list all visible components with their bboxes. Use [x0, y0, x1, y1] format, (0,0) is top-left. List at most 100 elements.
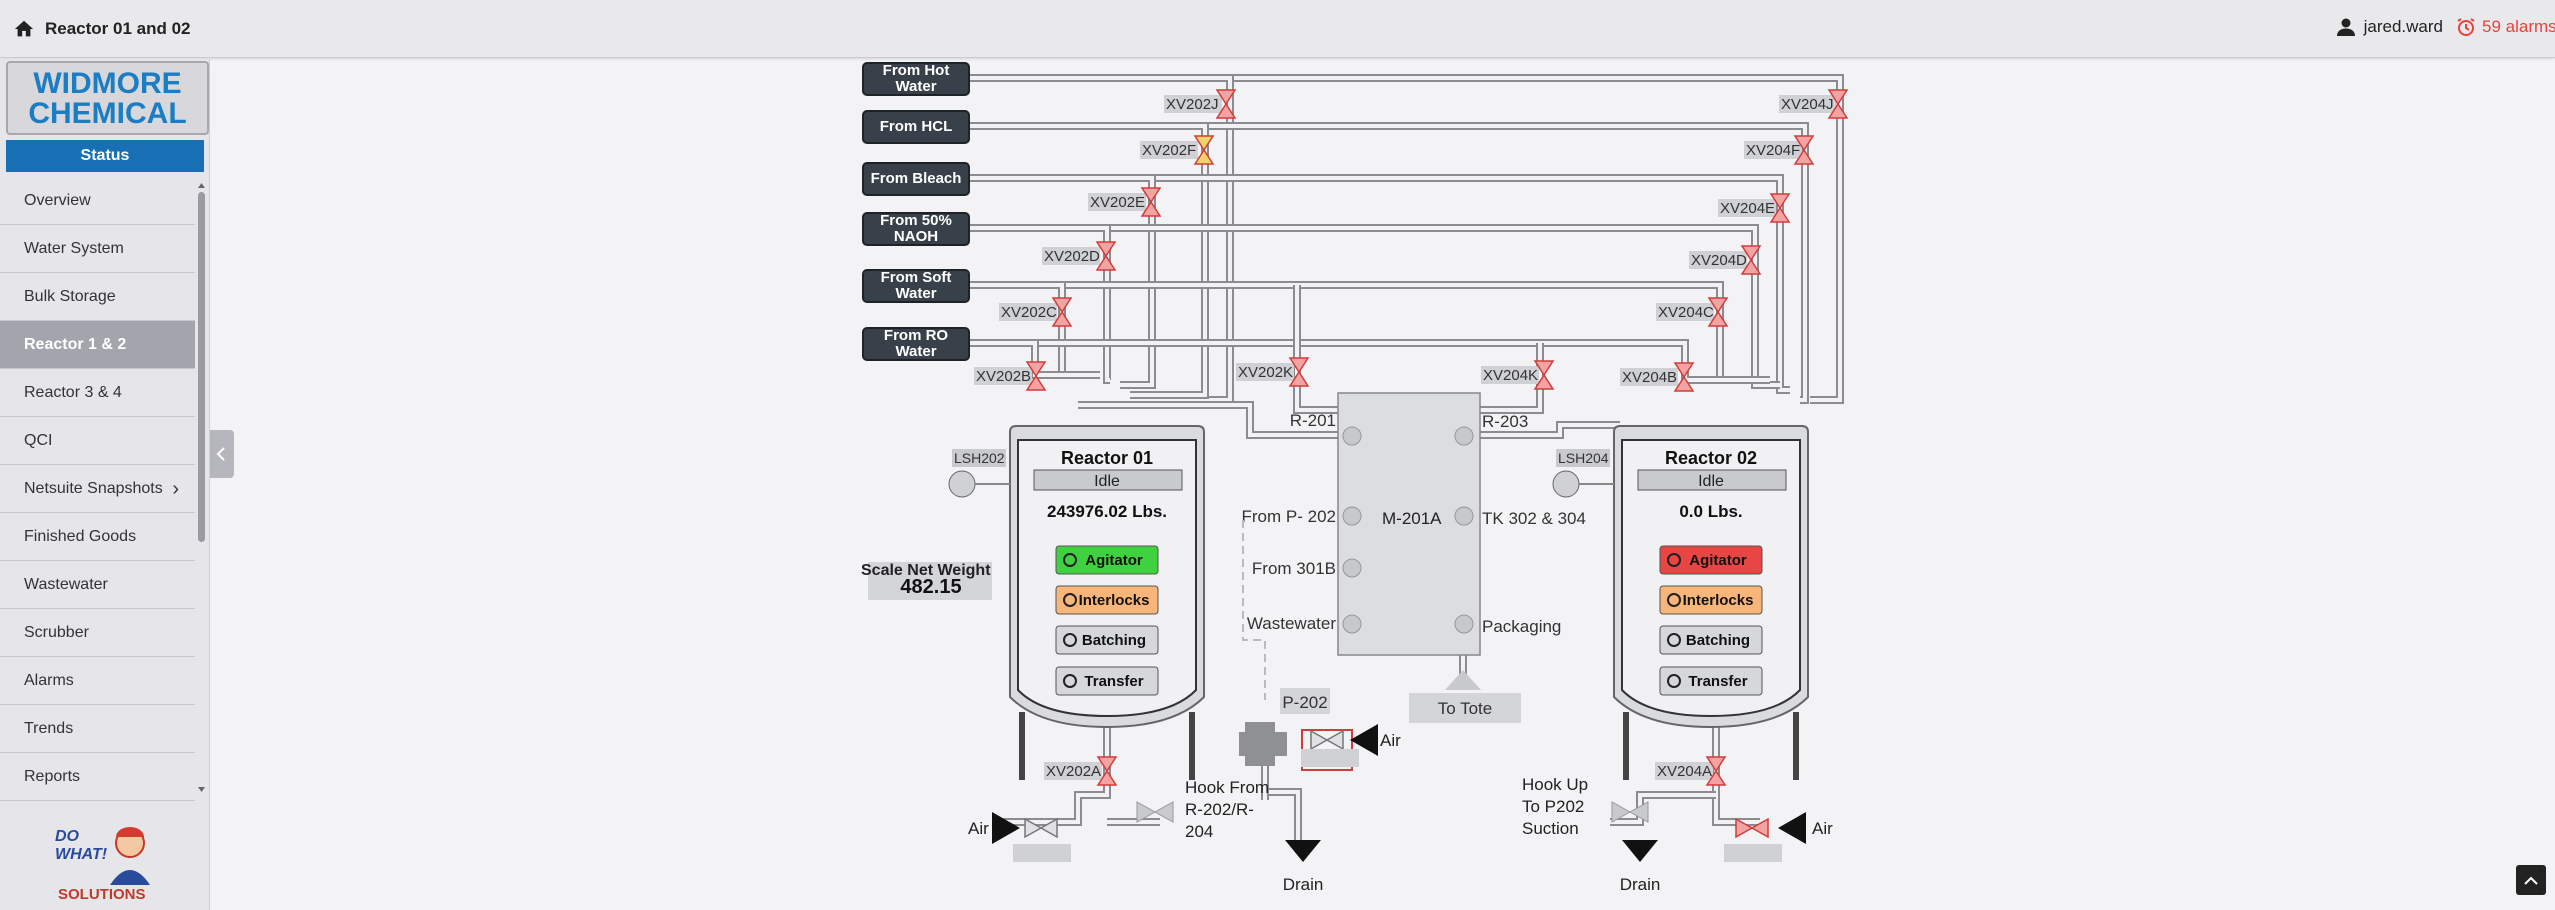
valve-xv204f[interactable]: XV204F	[1746, 135, 1815, 165]
hook-label: Suction	[1522, 819, 1579, 838]
hook-valve-0[interactable]	[1136, 801, 1174, 823]
agitator-icon	[1667, 553, 1681, 567]
reactor-transfer-button[interactable]: Transfer	[1055, 666, 1159, 696]
valve-xv204j[interactable]: XV204J	[1781, 89, 1849, 119]
user-menu[interactable]: jared.ward	[2336, 17, 2443, 37]
valve-xv204d[interactable]: XV204D	[1691, 245, 1762, 275]
mixer-port-label: From 301B	[1252, 559, 1336, 578]
pump-p202[interactable]: P-202	[1239, 688, 1330, 766]
valve-xv202d[interactable]: XV202D	[1044, 241, 1117, 271]
source-label: Water	[895, 285, 936, 302]
valve-xv202b[interactable]: XV202B	[976, 361, 1047, 391]
sidebar-item-reports[interactable]: Reports	[0, 753, 195, 801]
mixer-port-label: Wastewater	[1247, 614, 1336, 633]
valve-xv202c[interactable]: XV202C	[1001, 297, 1073, 327]
pipe	[1610, 791, 1716, 826]
hook-label: 204	[1185, 822, 1213, 841]
sidebar-item-finished-goods[interactable]: Finished Goods	[0, 513, 195, 561]
reactor-agitator-button[interactable]: Agitator	[1055, 545, 1159, 575]
valve-xv204b[interactable]: XV204B	[1622, 362, 1695, 392]
valve-label: XV204K	[1483, 367, 1538, 384]
valve-xv202k[interactable]: XV202K	[1238, 357, 1310, 387]
agitator-icon	[1063, 553, 1077, 567]
source-2: From Bleach	[862, 162, 970, 196]
sidebar-item-reactor-3-4[interactable]: Reactor 3 & 4	[0, 369, 195, 417]
alarms-indicator[interactable]: 59 alarms	[2456, 17, 2555, 37]
valve-xv202h[interactable]: XV202H	[1303, 729, 1359, 767]
reactor-transfer-button[interactable]: Transfer	[1659, 666, 1763, 696]
xv202h-frame	[1301, 729, 1353, 771]
sidebar-item-reactor-1-2[interactable]: Reactor 1 & 2	[0, 321, 195, 369]
drain-2: Drain	[1620, 840, 1661, 894]
valve-xv202f[interactable]: XV202F	[1142, 135, 1215, 165]
sidebar-item-overview[interactable]: Overview	[0, 177, 195, 225]
air-supply-misc.air: Air	[968, 812, 1020, 844]
valve-label: XV204J	[1781, 96, 1834, 113]
lock-icon	[1667, 593, 1681, 607]
pipe	[1261, 740, 1302, 840]
valve-xv204a[interactable]: XV204A	[1657, 756, 1727, 786]
valve-xv204k[interactable]: XV204K	[1483, 360, 1555, 390]
valve-xv204c[interactable]: XV204C	[1658, 297, 1729, 327]
mixer-m201a[interactable]: M-201A	[1337, 392, 1481, 656]
reactor-batching-button[interactable]: Batching	[1659, 625, 1763, 655]
air-supply-pump.air: Air	[1350, 724, 1401, 756]
source-label: NAOH	[894, 228, 938, 245]
source-label: Water	[895, 343, 936, 360]
reactor-agitator-button[interactable]: Agitator	[1659, 545, 1763, 575]
sidebar-item-qci[interactable]: QCI	[0, 417, 195, 465]
pipe	[969, 122, 1809, 404]
status-button[interactable]: Status	[6, 140, 204, 172]
pipe-network	[969, 74, 1844, 840]
alarm-clock-icon	[2457, 18, 2475, 36]
hook-valve-1[interactable]	[1611, 801, 1649, 823]
do-what-solutions-logo: DO WHAT! SOLUTIONS	[55, 827, 150, 903]
user-icon	[2336, 18, 2355, 36]
reactor-name: Reactor 01	[1061, 448, 1153, 468]
sidebar-item-alarms[interactable]: Alarms	[0, 657, 195, 705]
sidebar-item-netsuite-snapshots[interactable]: Netsuite Snapshots›	[0, 465, 195, 513]
reactor-button-label: Agitator	[1689, 552, 1747, 569]
valve-xv202g[interactable]: XV202G	[1015, 817, 1072, 862]
hook-label: Hook From	[1185, 778, 1269, 797]
reactor-interlocks-button[interactable]: Interlocks	[1659, 585, 1763, 615]
sidebar-item-label: Reactor 1 & 2	[24, 336, 127, 353]
sidebar-collapse-button[interactable]	[210, 430, 234, 478]
source-label: From Bleach	[871, 170, 962, 187]
valve-xv204e[interactable]: XV204E	[1720, 193, 1791, 223]
sidebar-scrollbar[interactable]	[197, 180, 206, 795]
svg-text:SOLUTIONS: SOLUTIONS	[58, 886, 146, 903]
source-1: From HCL	[862, 110, 970, 144]
pipe	[969, 174, 1790, 394]
valve-label: XV202K	[1238, 364, 1293, 381]
valve-xv202j[interactable]: XV202J	[1166, 89, 1237, 119]
home-icon[interactable]	[13, 18, 35, 40]
sidebar-item-trends[interactable]: Trends	[0, 705, 195, 753]
sidebar-item-bulk-storage[interactable]: Bulk Storage	[0, 273, 195, 321]
sidebar-item-wastewater[interactable]: Wastewater	[0, 561, 195, 609]
reactor-interlocks-button[interactable]: Interlocks	[1055, 585, 1159, 615]
sidebar-item-label: Netsuite Snapshots	[24, 480, 163, 497]
svg-text:WHAT!: WHAT!	[55, 846, 108, 863]
reactor-name: Reactor 02	[1665, 448, 1757, 468]
valve-label: XV202H	[1303, 750, 1359, 767]
drain-label: Drain	[1620, 875, 1661, 894]
sidebar-item-water-system[interactable]: Water System	[0, 225, 195, 273]
valve-xv202e[interactable]: XV202E	[1090, 187, 1162, 217]
pipe	[969, 224, 1780, 389]
valve-xv202a[interactable]: XV202A	[1046, 756, 1118, 786]
valve-xv204g[interactable]: XV204G	[1726, 817, 1783, 862]
sidebar-item-scrubber[interactable]: Scrubber	[0, 609, 195, 657]
reactor-batching-button[interactable]: Batching	[1055, 625, 1159, 655]
fullscreen-toggle[interactable]	[2516, 865, 2546, 895]
reactor-button-label: Transfer	[1084, 673, 1143, 690]
pipe	[969, 174, 1156, 389]
sidebar-item-label: QCI	[24, 432, 53, 449]
